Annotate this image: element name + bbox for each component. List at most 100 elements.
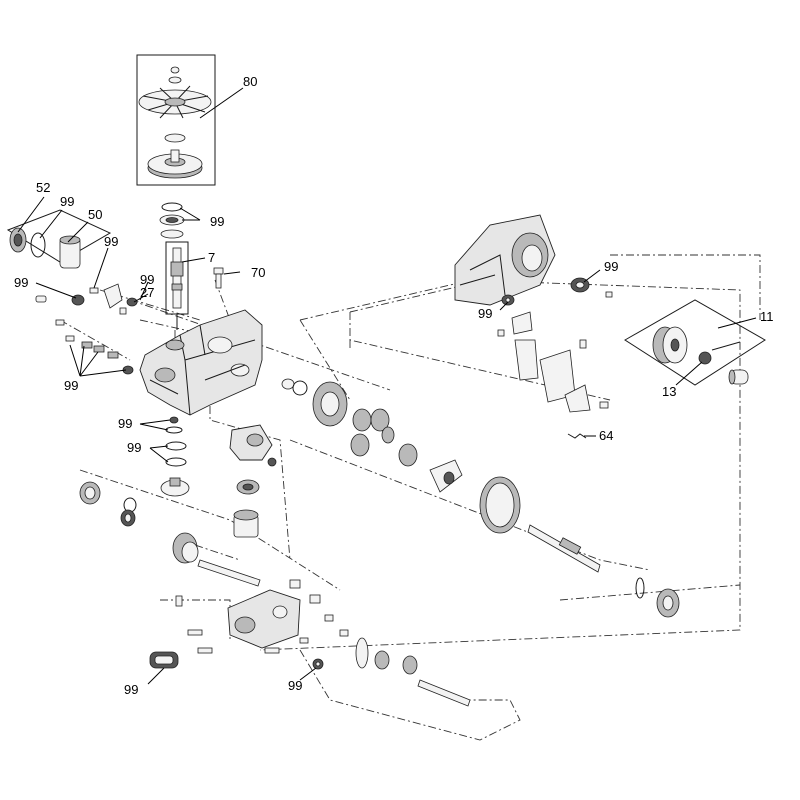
o-ring-icon: [165, 426, 183, 434]
callout-labels: 80 52 99 50 99 99 7 99 27 70 99 99 99 99…: [14, 74, 774, 697]
plug-icon: [169, 416, 179, 424]
fitting-icon: [93, 345, 105, 353]
bearing-cup-icon: [79, 481, 101, 505]
axle-shaft-icon: [527, 524, 601, 573]
o-ring-icon: [165, 457, 187, 467]
lower-housing-icon: [227, 589, 301, 649]
gasket-icon: [149, 651, 179, 669]
bolt-icon: [119, 307, 127, 315]
pinion-icon: [267, 457, 277, 467]
bolt-icon: [299, 637, 309, 644]
shaft-icon: [417, 679, 471, 707]
dust-cap-icon: [728, 369, 749, 385]
bottom-housing-group: [149, 532, 471, 707]
washer-icon: [292, 380, 308, 396]
washer-icon: [126, 297, 138, 307]
ring-gear-icon: [479, 476, 521, 534]
callout-13: 13: [662, 384, 676, 399]
seal-icon: [71, 294, 85, 306]
nut-icon: [170, 66, 180, 74]
filter-cap-icon: [9, 227, 27, 253]
left-fittings: [35, 283, 138, 375]
main-housing-icon: [139, 309, 263, 416]
gear-icon: [402, 655, 418, 675]
large-spur-gear-icon: [312, 381, 348, 427]
differential-case-icon: [229, 424, 273, 461]
callout-99: 99: [118, 416, 132, 431]
callout-27: 27: [140, 285, 154, 300]
shaft-icon: [197, 559, 261, 587]
callout-99: 99: [604, 259, 618, 274]
output-shaft-icon: [429, 459, 463, 493]
drive-hub-icon: [656, 588, 680, 618]
callout-99: 99: [478, 306, 492, 321]
right-housing-icon: [454, 214, 613, 306]
gear-wheel-icon: [172, 532, 199, 564]
callout-99: 99: [60, 194, 74, 209]
bolt-icon: [175, 595, 183, 607]
hub-nut-icon: [698, 351, 712, 365]
o-ring-icon: [165, 441, 187, 451]
callout-52: 52: [36, 180, 50, 195]
filter-kit-box: [6, 209, 112, 269]
fitting-icon: [107, 351, 119, 359]
fan-assembly-box: [136, 54, 216, 186]
bolt-icon: [187, 629, 203, 636]
valve-body-icon: [160, 477, 190, 497]
o-ring-icon: [30, 232, 46, 258]
callout-70: 70: [251, 265, 265, 280]
callout-99: 99: [124, 682, 138, 697]
callout-99: 99: [140, 272, 154, 287]
plate-icon: [355, 637, 369, 669]
leader-lines: [17, 87, 757, 685]
bearing-icon: [160, 229, 184, 239]
bracket-icon: [103, 283, 123, 309]
callout-99: 99: [210, 214, 224, 229]
washer-icon: [281, 378, 295, 390]
wheel-hub-icon: [652, 326, 688, 364]
snap-ring-icon: [635, 577, 645, 599]
bolt-icon: [264, 647, 280, 654]
fitting-icon: [289, 579, 301, 589]
callout-50: 50: [88, 207, 102, 222]
spacer-icon: [164, 133, 186, 143]
pulley-icon: [147, 149, 203, 179]
bolt-icon: [55, 319, 65, 326]
fitting-icon: [309, 594, 321, 604]
callout-99: 99: [64, 378, 78, 393]
oil-filter-icon: [59, 235, 81, 269]
o-ring-icon: [161, 202, 183, 212]
callout-99: 99: [14, 275, 28, 290]
gear-icon: [374, 650, 390, 670]
plug-icon: [35, 295, 47, 303]
differential-group: [229, 378, 680, 618]
bracket-icon: [514, 339, 539, 381]
lower-left-parts: [79, 416, 190, 527]
fan-blades-icon: [138, 85, 212, 119]
bolt-icon: [497, 329, 505, 337]
plug-icon: [605, 291, 613, 298]
plug-icon: [89, 287, 99, 294]
cluster-gear-icon: [350, 408, 418, 467]
input-shaft-group: [159, 202, 189, 330]
washer-icon: [168, 76, 182, 84]
bolt-icon: [65, 335, 75, 342]
callout-11: 11: [760, 309, 774, 324]
callout-64: 64: [599, 428, 613, 443]
fitting-icon: [324, 614, 334, 622]
callout-99: 99: [127, 440, 141, 455]
input-shaft-icon: [170, 247, 184, 309]
bolt-icon: [197, 647, 213, 654]
wheel-hub-box: [624, 299, 766, 386]
brake-brackets: [497, 311, 609, 439]
callout-7: 7: [208, 250, 215, 265]
callout-99: 99: [288, 678, 302, 693]
fitting-icon: [339, 629, 349, 637]
callout-80: 80: [243, 74, 257, 89]
sensor-bolt-icon: [213, 267, 224, 289]
bolt-icon: [579, 339, 587, 349]
callout-99: 99: [104, 234, 118, 249]
bolt-icon: [599, 401, 609, 409]
